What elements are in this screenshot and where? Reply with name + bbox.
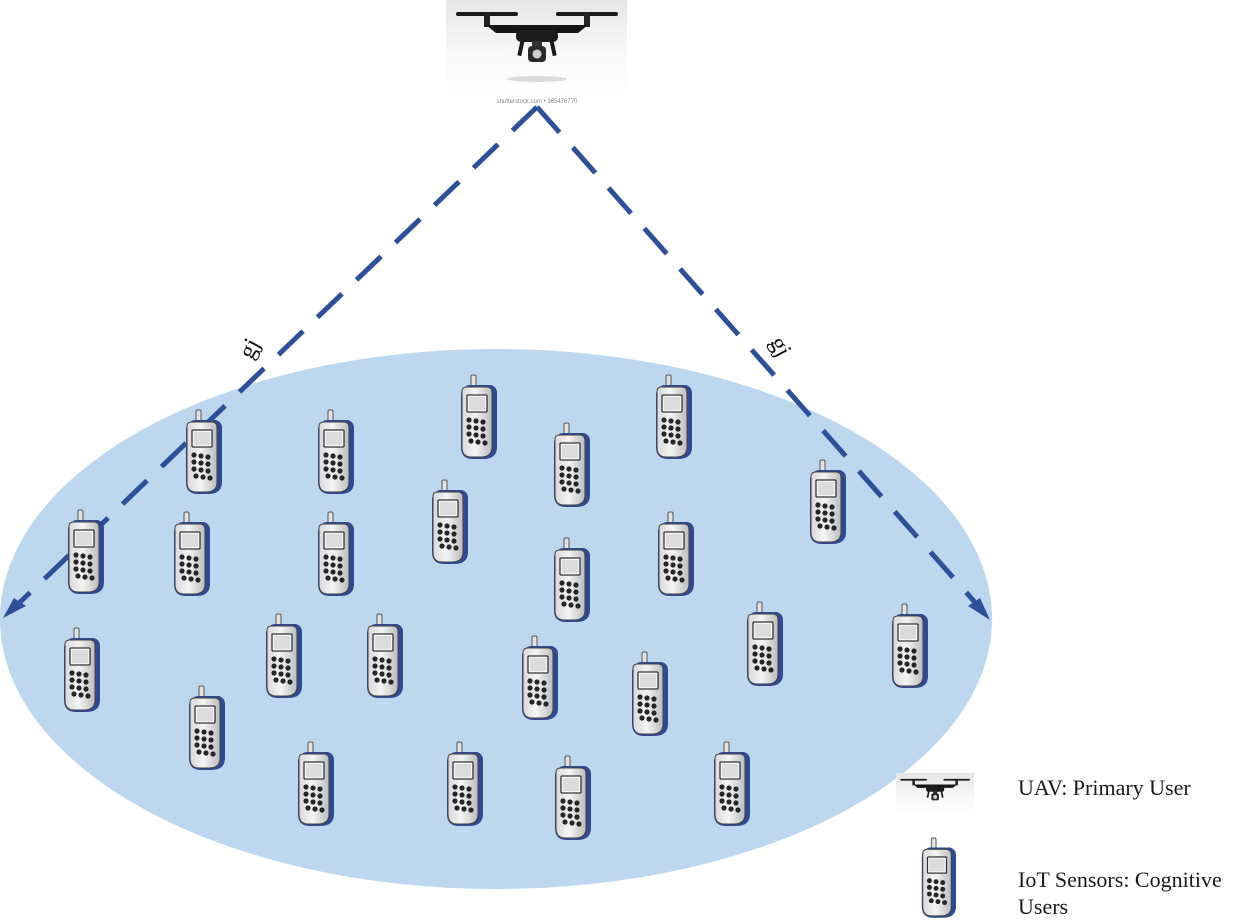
legend-uav-swatch [896,773,974,819]
sensor-device [460,374,498,460]
sensor-device [521,635,559,721]
sensor-device [554,755,592,841]
arrowhead-left [3,598,26,618]
link-label-right: gj [764,332,796,361]
legend-sensor-icon [921,837,957,919]
sensor-device [431,479,469,565]
sensor-device [173,511,211,597]
sensor-device [67,509,105,595]
arrowhead-right [968,598,990,620]
link-right [535,105,990,620]
legend-sensor-label: IoT Sensors: Cognitive Users [1018,867,1222,919]
sensor-device [317,409,355,495]
sensor-device [553,537,591,623]
uav-watermark: shutterstock.com • 365476770 [497,99,578,105]
sensor-device [657,511,695,597]
legend-uav-label: UAV: Primary User [1018,775,1191,800]
sensor-device [631,651,669,737]
sensor-device [446,741,484,827]
sensor-device [746,601,784,687]
sensor-device [713,741,751,827]
sensor-device [297,741,335,827]
sensor-device [317,511,355,597]
sensor-device [553,422,591,508]
sensor-device [265,613,303,699]
sensor-device [366,613,404,699]
sensor-device [188,685,226,771]
link-label-left: gj [234,334,266,363]
sensor-device [63,627,101,713]
sensor-device [655,374,693,460]
uav-image: shutterstock.com • 365476770 [446,0,627,105]
sensor-device [185,409,223,495]
sensor-device [891,603,929,689]
sensor-device [809,459,847,545]
